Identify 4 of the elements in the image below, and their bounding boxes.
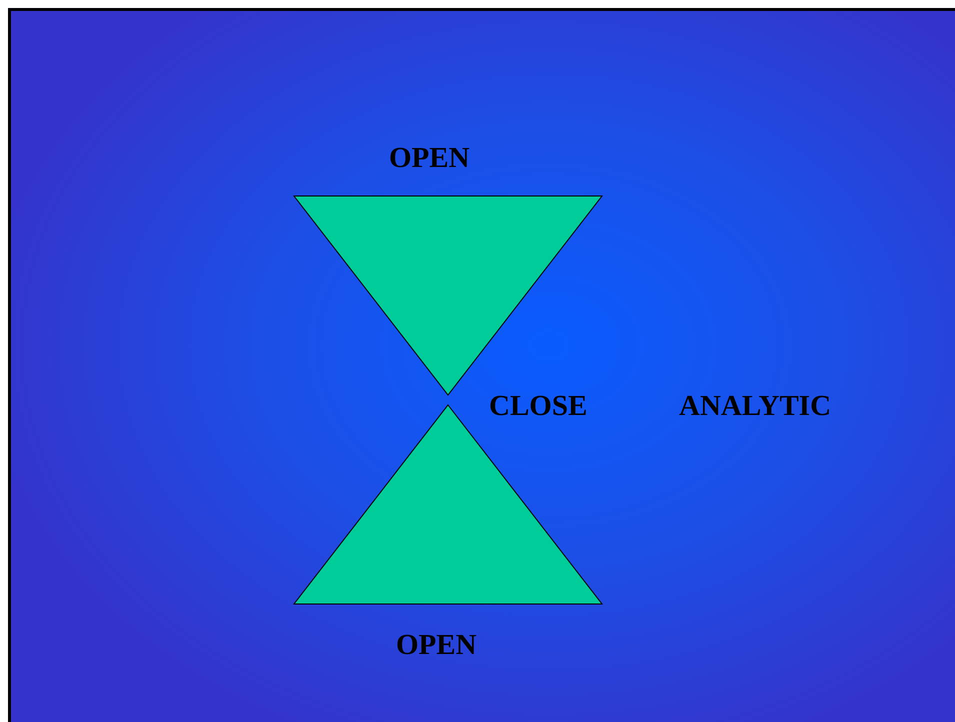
triangle-caption: OPEN (396, 631, 477, 660)
label-text: ANALYTIC (679, 392, 832, 421)
triangle-caption: OPEN (389, 144, 470, 173)
label-text: CLOSE (489, 392, 588, 421)
